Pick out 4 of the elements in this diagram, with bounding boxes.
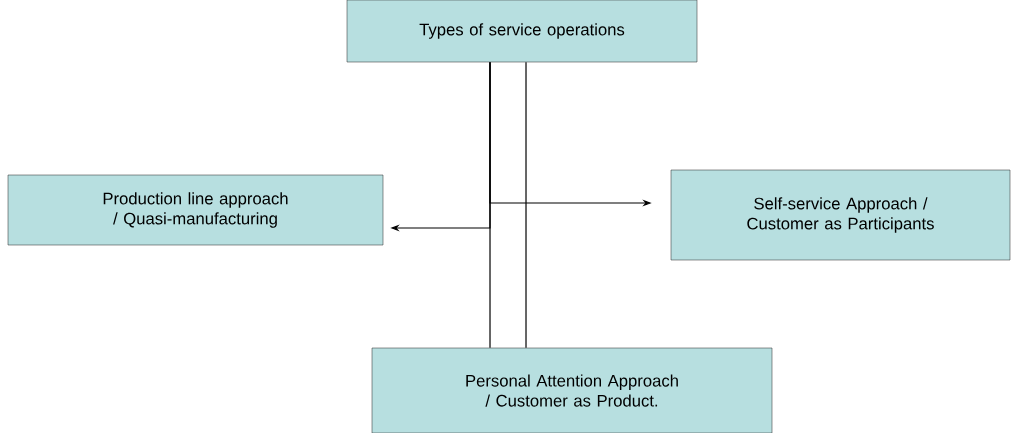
- process-box: Types of service operations: [346, 0, 698, 63]
- process-box: Personal Attention Approach / Customer as Product.: [371, 347, 773, 433]
- process-box: Self-service Approach / Customer as Participants: [670, 169, 1011, 261]
- process-box: Production line approach / Quasi-manufacturing: [7, 174, 384, 246]
